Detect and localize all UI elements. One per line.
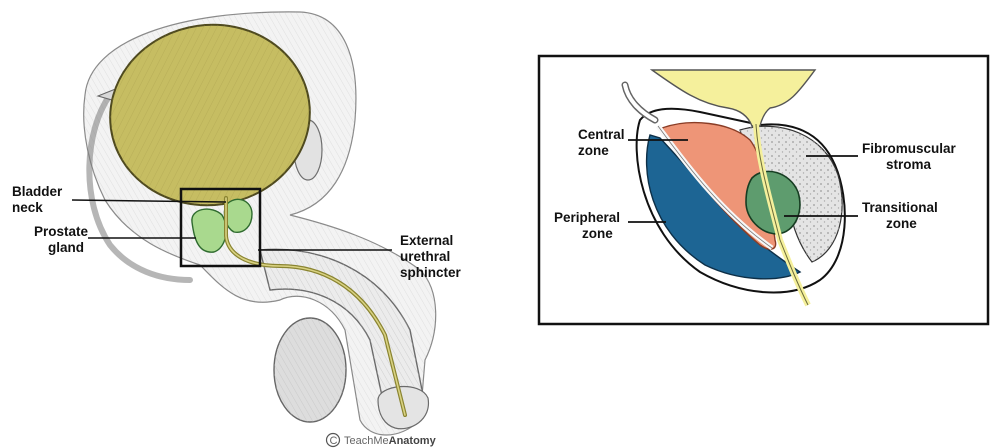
credit-text: TeachMeAnatomy [344,435,437,447]
copyright-symbol: C [330,435,338,447]
label-external-urethral-sphincter: External urethral sphincter [400,233,462,280]
teachmeanatomy-credit: C TeachMeAnatomy [327,434,437,448]
prostate-gland-right [224,199,252,232]
prostate-zones-panel [539,56,988,324]
testis-texture [274,318,346,422]
label-bladder-neck: Bladder neck [12,184,66,215]
label-prostate-gland: Prostate gland [34,224,92,255]
sagittal-pelvis-illustration [84,12,436,435]
